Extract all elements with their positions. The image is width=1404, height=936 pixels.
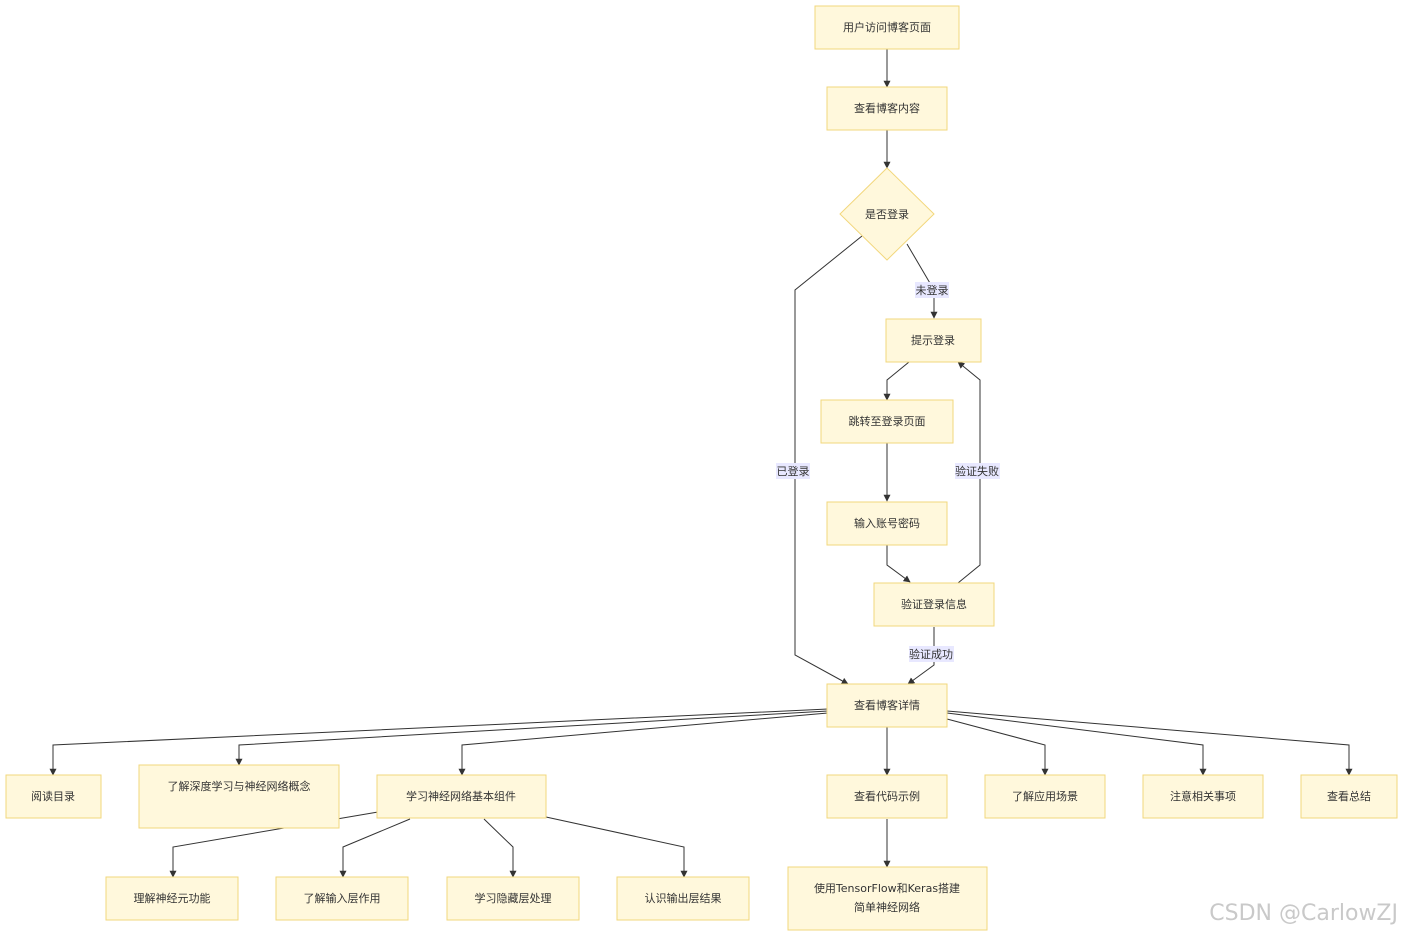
node-learn-components: 学习神经网络基本组件 xyxy=(376,774,547,819)
svg-text:已登录: 已登录 xyxy=(777,464,810,478)
node-enter-credentials: 输入账号密码 xyxy=(826,501,948,546)
svg-text:查看博客内容: 查看博客内容 xyxy=(854,101,920,115)
edge-prompt-login-to-goto-login xyxy=(883,361,910,401)
node-verify-login: 验证登录信息 xyxy=(873,582,995,627)
node-view-details: 查看博客详情 xyxy=(826,683,948,728)
svg-text:是否登录: 是否登录 xyxy=(865,207,909,221)
node-read-toc: 阅读目录 xyxy=(5,774,102,819)
svg-text:简单神经网络: 简单神经网络 xyxy=(854,900,920,914)
edge-view-details-to-application-scenarios xyxy=(946,718,1049,776)
edge-label-verify-failed: 验证失败 xyxy=(955,463,1000,479)
node-neuron-function: 理解神经元功能 xyxy=(105,876,239,921)
svg-text:未登录: 未登录 xyxy=(916,283,949,297)
svg-text:验证登录信息: 验证登录信息 xyxy=(901,597,967,611)
edge-view-details-to-view-summary xyxy=(946,710,1353,776)
svg-text:了解深度学习与神经网络概念: 了解深度学习与神经网络概念 xyxy=(168,779,311,793)
node-build-network: 使用TensorFlow和Keras搭建 简单神经网络 xyxy=(787,866,988,931)
svg-text:使用TensorFlow和Keras搭建: 使用TensorFlow和Keras搭建 xyxy=(814,881,960,895)
edge-is-logged-in-to-view-details xyxy=(794,235,863,685)
svg-text:学习神经网络基本组件: 学习神经网络基本组件 xyxy=(406,789,516,803)
node-view-summary: 查看总结 xyxy=(1300,774,1398,819)
node-view-content: 查看博客内容 xyxy=(826,86,948,131)
node-visit: 用户访问博客页面 xyxy=(814,5,960,50)
svg-text:跳转至登录页面: 跳转至登录页面 xyxy=(849,414,926,428)
node-output-layer: 认识输出层结果 xyxy=(616,876,750,921)
svg-text:输入账号密码: 输入账号密码 xyxy=(854,516,920,530)
edge-is-logged-in-to-prompt-login xyxy=(906,243,938,319)
edge-label-logged-in: 已登录 xyxy=(776,463,810,479)
edge-view-details-to-learn-components xyxy=(458,712,829,776)
watermark: CSDN @CarlowZJ xyxy=(1209,901,1398,926)
edge-enter-credentials-to-verify-login xyxy=(886,545,911,583)
edge-label-not-logged-in: 未登录 xyxy=(915,282,949,298)
svg-text:了解应用场景: 了解应用场景 xyxy=(1012,789,1078,803)
edge-learn-components-to-input-layer xyxy=(339,818,411,878)
svg-text:提示登录: 提示登录 xyxy=(911,333,955,347)
edge-learn-components-to-hidden-layer xyxy=(483,818,517,878)
svg-text:查看代码示例: 查看代码示例 xyxy=(854,789,920,803)
svg-text:验证失败: 验证失败 xyxy=(955,464,999,478)
svg-text:了解输入层作用: 了解输入层作用 xyxy=(304,891,381,905)
edge-label-verify-success: 验证成功 xyxy=(909,646,954,662)
svg-text:学习隐藏层处理: 学习隐藏层处理 xyxy=(475,891,552,905)
svg-text:注意相关事项: 注意相关事项 xyxy=(1170,789,1236,803)
svg-text:阅读目录: 阅读目录 xyxy=(31,789,75,803)
svg-text:查看博客详情: 查看博客详情 xyxy=(854,698,920,712)
edge-learn-components-to-output-layer xyxy=(545,816,688,878)
node-prompt-login: 提示登录 xyxy=(885,318,982,363)
edge-view-details-to-understand-concepts xyxy=(235,710,829,766)
edges xyxy=(49,49,1353,878)
svg-text:用户访问博客页面: 用户访问博客页面 xyxy=(843,20,931,34)
edge-view-details-to-notes xyxy=(946,712,1207,776)
node-application-scenarios: 了解应用场景 xyxy=(984,774,1106,819)
node-understand-concepts: 了解深度学习与神经网络概念 xyxy=(138,764,340,829)
node-notes: 注意相关事项 xyxy=(1142,774,1264,819)
node-input-layer: 了解输入层作用 xyxy=(275,876,409,921)
svg-text:验证成功: 验证成功 xyxy=(909,647,953,661)
svg-text:查看总结: 查看总结 xyxy=(1327,789,1371,803)
node-is-logged-in: 是否登录 xyxy=(839,167,935,261)
edge-view-details-to-read-toc xyxy=(49,708,829,776)
edge-verify-login-to-view-details xyxy=(907,627,935,685)
node-hidden-layer: 学习隐藏层处理 xyxy=(446,876,580,921)
svg-text:理解神经元功能: 理解神经元功能 xyxy=(134,891,211,905)
node-goto-login: 跳转至登录页面 xyxy=(820,399,954,444)
svg-text:认识输出层结果: 认识输出层结果 xyxy=(645,891,722,905)
node-view-code: 查看代码示例 xyxy=(826,774,948,819)
